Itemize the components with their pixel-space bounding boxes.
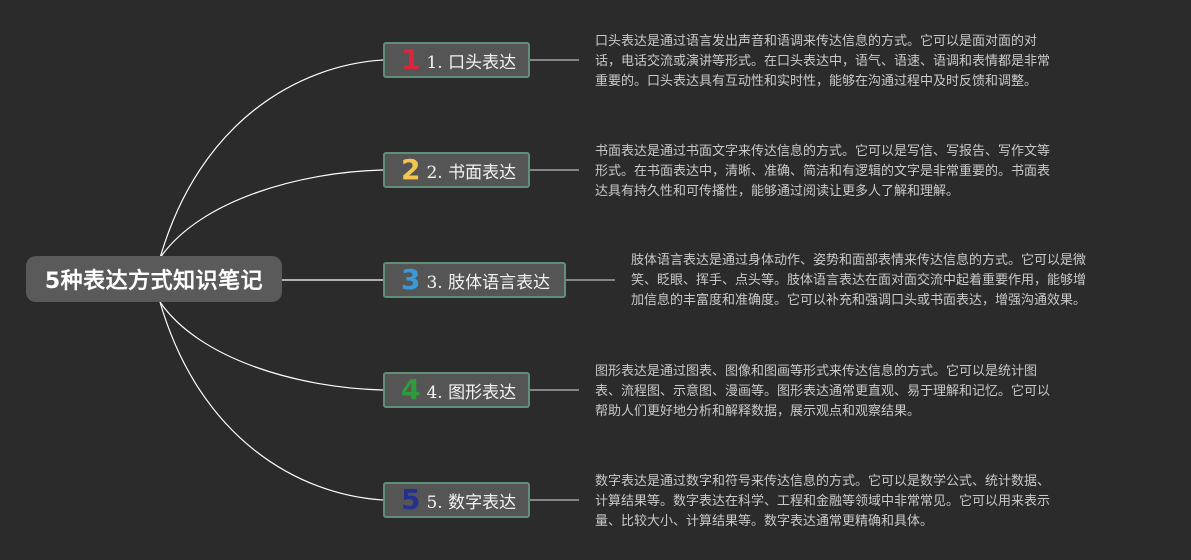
number-3-icon: 3 [401,263,421,296]
topic-written-expression[interactable]: 2 2. 书面表达 [383,152,530,188]
description-numeric-expression: 数字表达是通过数字和符号来传达信息的方式。它可以是数学公式、统计数据、 计算结果… [595,474,1051,529]
root-topic[interactable]: 5种表达方式知识笔记 [26,256,282,302]
topic-label: 1. 口头表达 [426,52,517,73]
topic-graphic-expression[interactable]: 4 4. 图形表达 [383,372,530,408]
root-connector-5 [159,301,384,501]
number-1-icon: 1 [401,43,421,76]
number-5-icon: 5 [401,483,421,516]
topic-label: 5. 数字表达 [426,492,517,513]
number-4-icon: 4 [401,373,421,406]
topic-body-language[interactable]: 3 3. 肢体语言表达 [383,262,566,298]
root-connector-1 [159,59,384,259]
topic-label: 3. 肢体语言表达 [426,272,551,293]
topic-label: 2. 书面表达 [426,162,517,183]
root-connector-4 [159,301,384,391]
number-2-icon: 2 [401,153,421,186]
description-written-expression: 书面表达是通过书面文字来传达信息的方式。它可以是写信、写报告、写作文等 形式。在… [595,144,1051,199]
root-connector-2 [159,169,384,259]
topic-label: 4. 图形表达 [426,382,517,403]
description-oral-expression: 口头表达是通过语言发出声音和语调来传达信息的方式。它可以是面对面的对 话，电话交… [595,34,1051,89]
topic-oral-expression[interactable]: 1 1. 口头表达 [383,42,530,78]
description-body-language: 肢体语言表达是通过身体动作、姿势和面部表情来传达信息的方式。它可以是微 笑、眨眼… [631,253,1087,308]
description-graphic-expression: 图形表达是通过图表、图像和图画等形式来传达信息的方式。它可以是统计图 表、流程图… [595,364,1051,419]
root-title: 5种表达方式知识笔记 [44,269,264,294]
topic-numeric-expression[interactable]: 5 5. 数字表达 [383,482,530,518]
